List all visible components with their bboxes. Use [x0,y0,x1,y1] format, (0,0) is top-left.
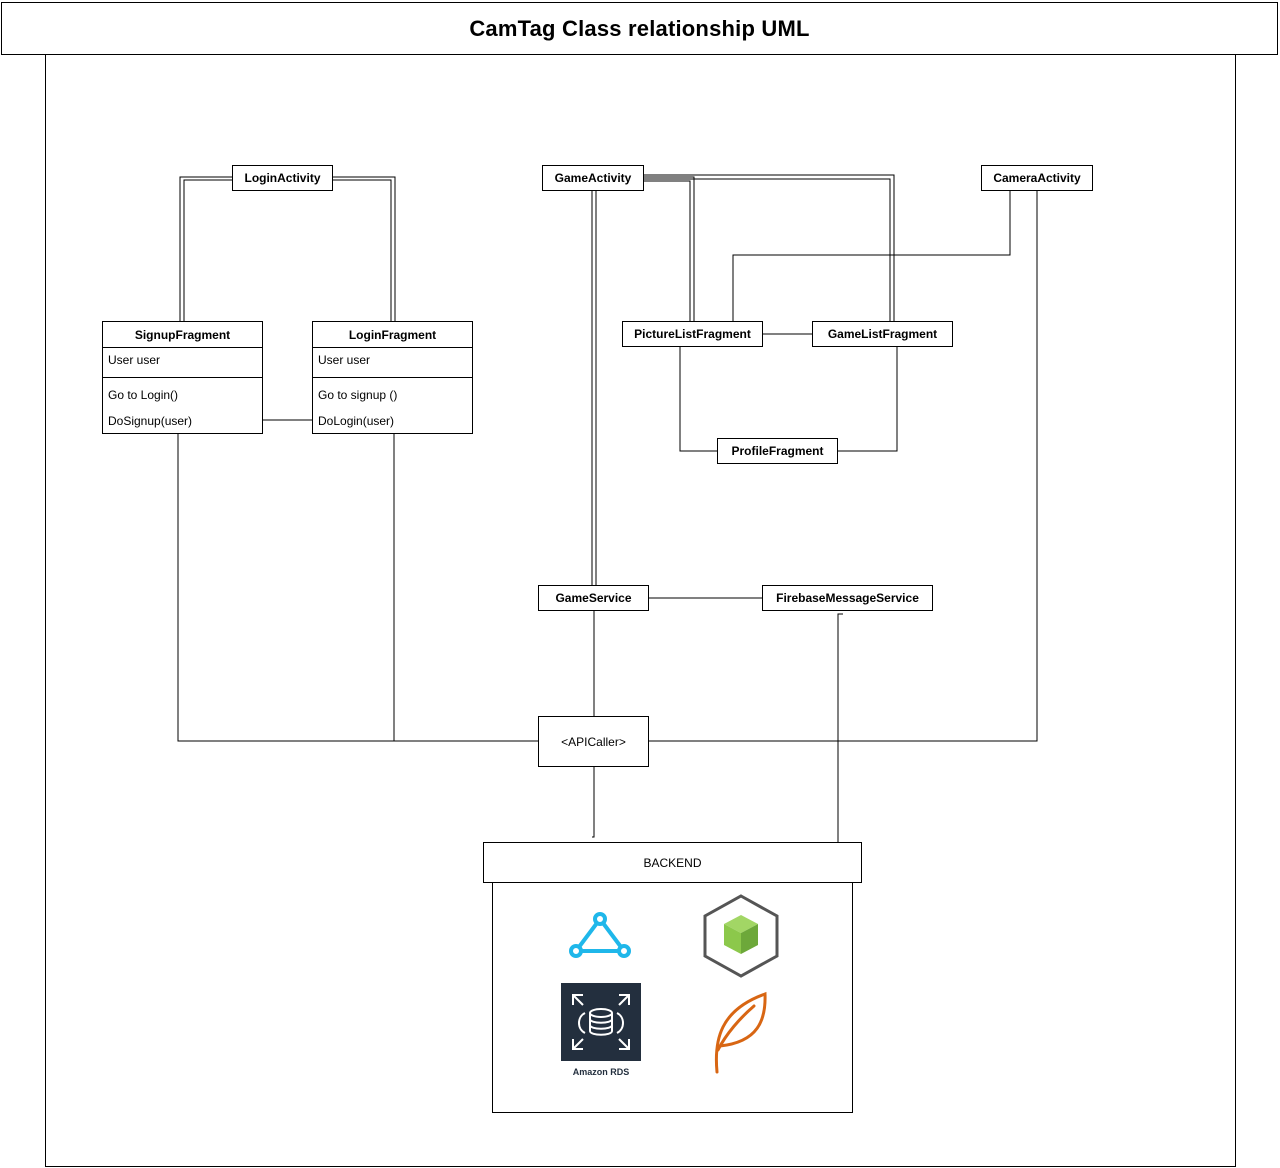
picture-list-fragment-label: PictureListFragment [634,327,751,341]
profile-fragment-label: ProfileFragment [731,444,824,458]
connector-signup-apicaller [177,433,539,742]
leaf-icon [714,991,767,1074]
camera-activity-label: CameraActivity [993,171,1081,185]
api-caller-node[interactable]: <APICaller> [538,716,649,767]
firebase-message-service-node[interactable]: FirebaseMessageService [762,585,933,611]
connector-gameactivity-gamelist [644,174,895,321]
connector-picturelist-profile [679,347,717,452]
diagram-title-bar: CamTag Class relationship UML [1,2,1278,55]
connector-loginactivity-signup [179,176,232,321]
firebase-message-service-label: FirebaseMessageService [776,591,919,605]
game-activity-node[interactable]: GameActivity [542,165,644,191]
nodejs-cube-icon [703,894,779,978]
triangle-network-icon [569,912,631,958]
amazon-rds-icon [561,983,641,1061]
login-activity-label: LoginActivity [244,171,321,185]
backend-container [492,881,853,1113]
game-service-label: GameService [555,591,632,605]
login-fragment-op-dologin: DoLogin(user) [318,414,395,428]
game-service-node[interactable]: GameService [538,585,649,611]
login-activity-node[interactable]: LoginActivity [232,165,333,191]
login-fragment-op-goto-signup: Go to signup () [318,388,398,402]
signup-fragment-name: SignupFragment [103,322,262,348]
connector-firebase-backend [837,613,843,842]
amazon-rds-caption: Amazon RDS [572,1067,630,1077]
diagram-frame [45,55,1236,1167]
diagram-title: CamTag Class relationship UML [469,15,810,41]
api-caller-label: <APICaller> [561,734,626,749]
signup-fragment-op-dosignup: DoSignup(user) [108,414,193,428]
connector-camera-picturelist [732,191,1011,321]
login-fragment-name: LoginFragment [313,322,472,348]
signup-fragment-class[interactable]: SignupFragment User user Go to Login() D… [102,321,263,434]
game-list-fragment-label: GameListFragment [827,327,938,341]
camera-activity-node[interactable]: CameraActivity [981,165,1093,191]
login-fragment-class[interactable]: LoginFragment User user Go to signup () … [312,321,473,434]
game-list-fragment-node[interactable]: GameListFragment [812,321,953,347]
connector-gameactivity-picturelist [644,176,695,321]
login-fragment-attribute: User user [313,348,472,378]
connector-camera-apicaller [649,191,1038,742]
connector-gamelist-profile [837,347,898,452]
picture-list-fragment-node[interactable]: PictureListFragment [622,321,763,347]
backend-label: BACKEND [643,855,702,870]
backend-header[interactable]: BACKEND [483,842,862,883]
signup-fragment-op-goto-login: Go to Login() [108,388,179,402]
profile-fragment-node[interactable]: ProfileFragment [717,438,838,464]
signup-fragment-attribute: User user [103,348,262,378]
connector-loginactivity-loginfragment [332,176,396,321]
game-activity-label: GameActivity [554,171,632,185]
connector-apicaller-backend [592,766,595,838]
